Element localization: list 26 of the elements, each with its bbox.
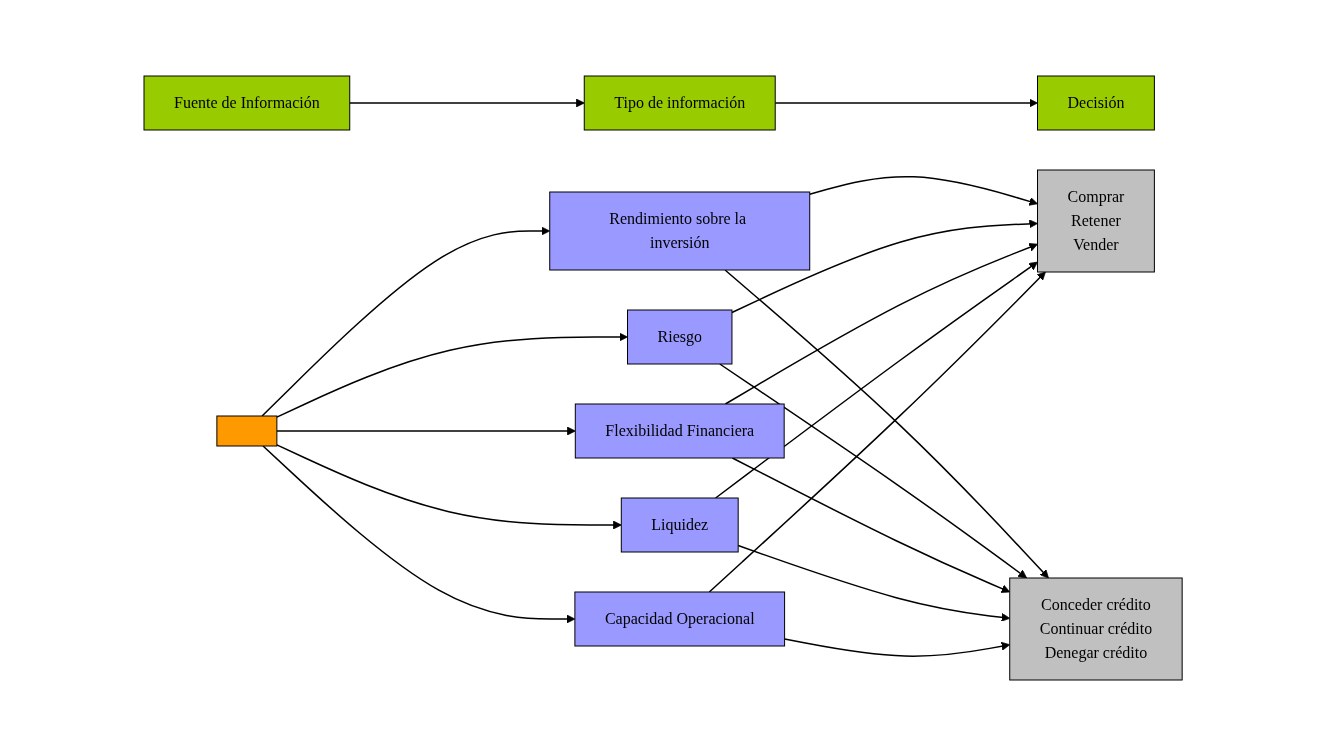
arrow xyxy=(731,219,1038,314)
arrow xyxy=(737,544,1011,622)
arrow xyxy=(718,363,1027,579)
node-box xyxy=(216,415,278,447)
arrow xyxy=(808,175,1038,206)
node-box: Tipo de información xyxy=(583,75,776,131)
arrow xyxy=(724,243,1038,405)
node-box: Decisión xyxy=(1036,75,1155,131)
node-box: Rendimiento sobre la inversión xyxy=(549,191,811,271)
arrow xyxy=(261,226,551,417)
arrow xyxy=(262,445,576,624)
arrow xyxy=(276,426,576,436)
node-box: Riesgo xyxy=(626,309,733,365)
arrow xyxy=(774,98,1038,108)
node-box: Comprar Retener Vender xyxy=(1036,169,1155,273)
node-box: Capacidad Operacional xyxy=(574,591,785,647)
arrow xyxy=(783,638,1011,657)
node-box: Liquidez xyxy=(620,497,739,553)
node-box: Flexibilidad Financiera xyxy=(574,403,785,459)
arrow xyxy=(276,332,628,418)
arrow xyxy=(348,98,585,108)
node-box: Conceder crédito Continuar crédito Denegar crédito xyxy=(1009,577,1183,681)
arrow xyxy=(731,457,1011,593)
arrow xyxy=(714,261,1038,499)
node-box: Fuente de Información xyxy=(143,75,351,131)
arrow xyxy=(276,444,622,530)
